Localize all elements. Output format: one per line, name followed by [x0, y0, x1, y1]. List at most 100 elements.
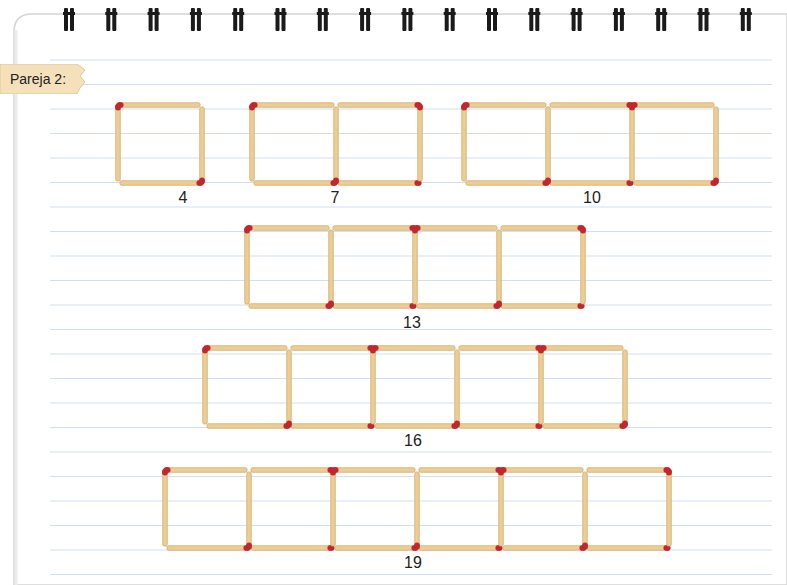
matchstick — [413, 230, 418, 304]
match-head — [622, 420, 628, 427]
match-head — [582, 542, 588, 549]
matchstick — [120, 181, 200, 186]
matchstick — [329, 230, 334, 304]
matchstick — [338, 103, 418, 108]
matchstick-figure — [244, 225, 586, 309]
ruled-lines — [50, 60, 772, 575]
matchstick — [543, 346, 623, 351]
matchstick-figures — [115, 102, 719, 551]
matchstick — [501, 226, 581, 231]
matchstick — [245, 230, 250, 304]
matchstick — [200, 107, 205, 181]
matchstick — [254, 103, 334, 108]
matchstick — [417, 226, 497, 231]
match-head — [249, 103, 255, 110]
match-head — [713, 177, 719, 184]
binding-clip — [444, 8, 456, 31]
matchstick — [714, 107, 719, 181]
figure-count: 19 — [404, 553, 422, 573]
binding-clip — [655, 8, 667, 31]
ruled-line — [50, 525, 772, 526]
match-head — [417, 103, 423, 110]
matchstick — [251, 546, 331, 551]
matchstick — [247, 472, 252, 546]
figure-count: 13 — [403, 313, 421, 333]
matchstick — [499, 472, 504, 546]
binding-clip — [190, 8, 202, 31]
match-head — [115, 103, 121, 110]
match-head — [454, 420, 460, 427]
paper-sheet — [14, 14, 787, 585]
match-head — [333, 177, 339, 184]
matchstick — [623, 350, 628, 424]
binding-clip — [148, 8, 160, 31]
ruled-line — [50, 574, 772, 575]
matchstick — [120, 103, 200, 108]
matchstick — [163, 472, 168, 546]
match-head — [461, 103, 467, 110]
match-head — [580, 226, 586, 233]
matchstick — [503, 468, 583, 473]
binding-clip — [486, 8, 498, 31]
matchstick — [503, 546, 583, 551]
match-head — [496, 300, 502, 307]
ruled-line — [50, 84, 772, 85]
matchstick — [167, 468, 247, 473]
matchstick — [338, 181, 418, 186]
ruled-line — [50, 109, 772, 110]
binding-clip — [528, 8, 540, 31]
binding-clip — [740, 8, 752, 31]
figure-count: 16 — [404, 431, 422, 451]
matchstick — [333, 226, 413, 231]
matchstick — [459, 424, 539, 429]
binding-clip — [698, 8, 710, 31]
ruled-line — [50, 207, 772, 208]
matchstick — [207, 346, 287, 351]
matchstick — [634, 103, 714, 108]
ruled-line — [50, 231, 772, 232]
matchstick — [583, 472, 588, 546]
matchstick — [587, 546, 667, 551]
ruled-line — [50, 60, 772, 61]
matchstick — [667, 472, 672, 546]
match-head — [666, 468, 672, 475]
ruled-line — [50, 476, 772, 477]
matchstick — [419, 468, 499, 473]
matchstick — [418, 107, 423, 181]
tag-outline — [0, 64, 85, 94]
matchstick — [334, 107, 339, 181]
matchstick — [116, 107, 121, 181]
matchstick — [459, 346, 539, 351]
matchstick — [287, 350, 292, 424]
matchstick — [375, 424, 455, 429]
matchstick — [539, 350, 544, 424]
binding-clip — [63, 8, 75, 31]
binding-clip — [232, 8, 244, 31]
ruled-line — [50, 354, 772, 355]
match-head — [246, 542, 252, 549]
ruled-line — [50, 133, 772, 134]
matchstick-figure — [461, 102, 719, 186]
binding-clip — [613, 8, 625, 31]
matchstick — [634, 181, 714, 186]
matchstick — [466, 103, 546, 108]
match-head — [370, 346, 376, 353]
matchstick — [501, 304, 581, 309]
matchstick — [207, 424, 287, 429]
match-head — [545, 177, 551, 184]
match-head — [412, 226, 418, 233]
match-head — [414, 542, 420, 549]
match-head — [244, 226, 250, 233]
matchstick — [335, 468, 415, 473]
match-head — [330, 468, 336, 475]
matchstick — [375, 346, 455, 351]
matchstick — [331, 472, 336, 546]
tag-label: Pareja 2: — [0, 64, 85, 94]
match-head — [328, 300, 334, 307]
match-head — [162, 468, 168, 475]
matchstick — [415, 472, 420, 546]
matchstick — [587, 468, 667, 473]
binding-clip — [317, 8, 329, 31]
